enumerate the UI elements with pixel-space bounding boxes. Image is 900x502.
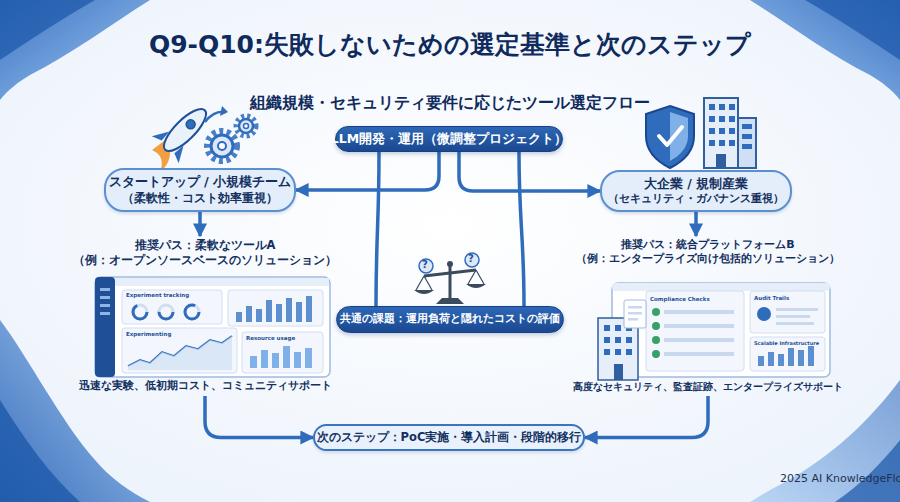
- node-text: 推奨パス：統合プラットフォームB: [621, 238, 794, 252]
- panel-caption: Experimenting: [126, 331, 171, 338]
- panel-caption: Experiment tracking: [126, 292, 189, 299]
- corner-wave: [805, 0, 900, 60]
- recommendation-panel: 推奨パス：統合プラットフォームB（例：エンタープライズ向け包括的ソリューション）…: [572, 236, 844, 396]
- next-step-pill: 次のステップ：PoC実施・導入計画・段階的移行: [313, 424, 585, 451]
- panel-caption: Scalable Infrastructure: [754, 340, 819, 346]
- recommendation-panel: 推奨パス：柔軟なツールA（例：オープンソースベースのソリューション） 迅速な実験、…: [68, 236, 342, 396]
- panel-caption: Audit Trails: [754, 295, 789, 302]
- flow-connector: [585, 396, 708, 438]
- node-text: 高度なセキュリティ、監査証跡、エンタープライズサポート: [573, 380, 843, 393]
- corner-wave: [750, 0, 900, 100]
- challenge-pill: 共通の課題：運用負荷と隠れたコストの評価: [336, 306, 564, 333]
- node-text: スタートアップ / 小規模チーム: [109, 174, 292, 191]
- segment-pill: スタートアップ / 小規模チーム（柔軟性・コスト効率重視）: [104, 168, 296, 212]
- flow-connector: [376, 152, 524, 306]
- panel-caption: Compliance Checks: [650, 296, 710, 303]
- flow-connector: [694, 212, 698, 236]
- flow-connector: [296, 152, 439, 190]
- dashboard-illustration: [95, 277, 330, 377]
- node-text: LLM開発・運用（微調整プロジェクト）: [331, 131, 567, 147]
- corner-wave: [750, 380, 900, 502]
- panel-caption: Resource usage: [246, 335, 295, 342]
- subtitle: 組織規模・セキュリティ要件に応じたツール選定フロー: [0, 93, 900, 112]
- flow-connector: [198, 212, 202, 236]
- node-text: 推奨パス：柔軟なツールA: [135, 238, 276, 253]
- node-text: （例：オープンソースベースのソリューション）: [73, 253, 337, 268]
- node-text: 共通の課題：運用負荷と隠れたコストの評価: [340, 312, 560, 326]
- building-icon: [704, 98, 756, 168]
- question-mark: ?: [422, 259, 428, 271]
- start-pill: LLM開発・運用（微調整プロジェクト）: [335, 126, 563, 152]
- flow-connector: [205, 396, 313, 438]
- corner-wave: [0, 400, 80, 502]
- node-text: 次のステップ：PoC実施・導入計画・段階的移行: [317, 430, 582, 445]
- dashboard-illustration: [598, 283, 830, 380]
- node-text: （例：エンタープライズ向け包括的ソリューション）: [576, 252, 840, 266]
- corner-wave: [835, 440, 900, 502]
- watermark: 2025 AI KnowledgeFlow: [780, 472, 900, 485]
- node-text: （柔軟性・コスト効率重視）: [122, 191, 278, 207]
- question-mark: ?: [468, 253, 474, 265]
- diagram-title: Q9-Q10:失敗しないための選定基準と次のステップ: [0, 28, 900, 61]
- gear-icon: [207, 116, 256, 161]
- shield-icon: [646, 106, 694, 168]
- flow-connector: [459, 152, 600, 191]
- corner-wave: [0, 0, 150, 100]
- node-text: （セキュリティ・ガバナンス重視）: [608, 192, 784, 207]
- node-text: 迅速な実験、低初期コスト、コミュニティサポート: [79, 379, 332, 393]
- corner-wave: [0, 0, 95, 60]
- node-text: 大企業 / 規制産業: [644, 176, 748, 192]
- balance-scale-icon: [414, 253, 486, 304]
- segment-pill: 大企業 / 規制産業（セキュリティ・ガバナンス重視）: [600, 170, 792, 212]
